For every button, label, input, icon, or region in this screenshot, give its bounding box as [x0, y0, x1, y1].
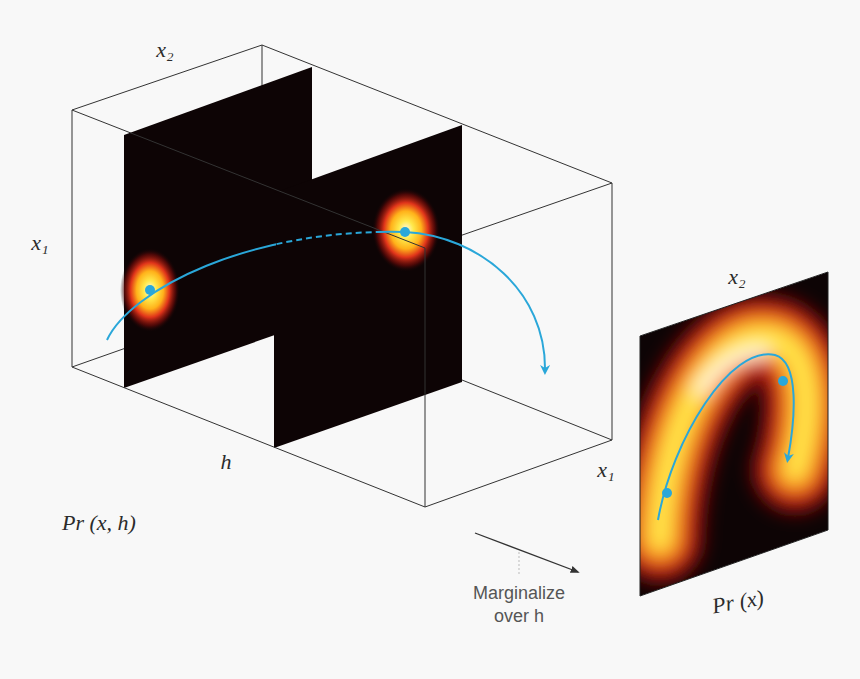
panel-border [640, 272, 828, 596]
axis-label: h [221, 450, 232, 474]
trajectory-curve [107, 232, 545, 370]
axis-label: x₁ [31, 231, 48, 255]
slice-panel [274, 125, 462, 448]
operation-note: Marginalize over h [459, 582, 579, 629]
box-wireframe [72, 110, 612, 507]
sample-dot [662, 488, 672, 498]
sample-dot [778, 376, 788, 386]
sample-dot [145, 285, 155, 295]
axis-label: x₂ [728, 265, 745, 289]
marginalize-arrow [475, 533, 578, 572]
axis-label: x₁ [597, 458, 614, 482]
sample-dot [400, 227, 410, 237]
distribution-label: Pr (x) [710, 586, 765, 619]
axis-label: x₂ [156, 38, 173, 62]
tick-line [519, 552, 520, 576]
trajectory-curve [658, 354, 794, 520]
distribution-label: Pr (x, h) [62, 511, 136, 535]
marginal-panel [640, 272, 828, 596]
